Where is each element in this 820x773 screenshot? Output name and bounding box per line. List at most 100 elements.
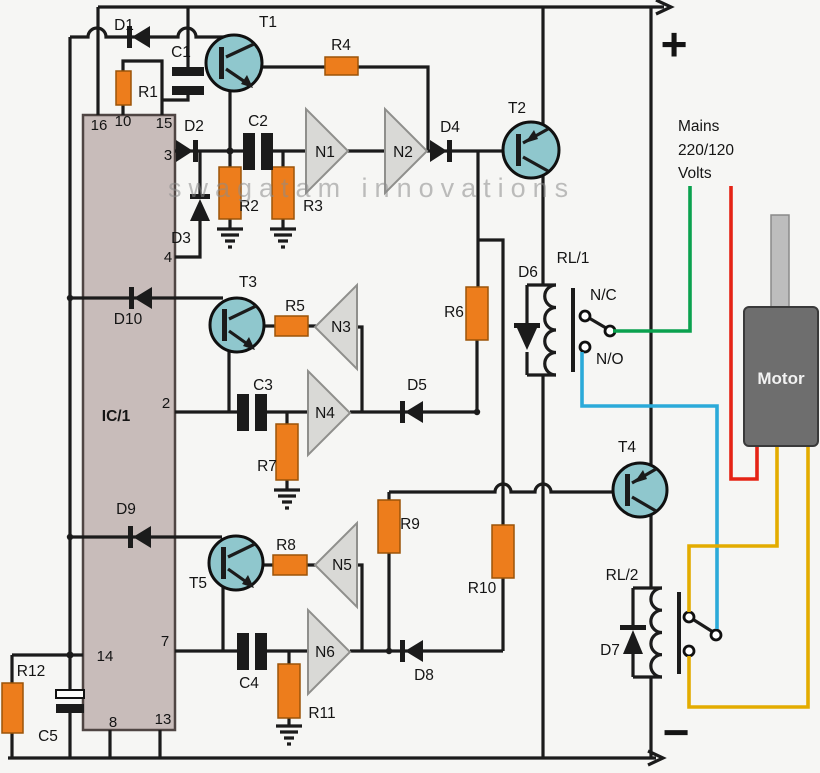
motor-body [743, 306, 819, 447]
label-t3: T3 [239, 274, 257, 291]
ic-pin-4: 4 [164, 249, 172, 266]
yellow-motor-wire-2 [687, 446, 810, 709]
minus-terminal-label: − [663, 706, 690, 758]
label-r10: R10 [468, 580, 497, 597]
transistor-t1 [204, 33, 264, 93]
ground-r3 [270, 227, 296, 249]
ic-name: IC/1 [102, 408, 131, 425]
label-r2: R2 [239, 198, 259, 215]
resistor-r6 [465, 286, 489, 341]
resistor-r4 [324, 56, 359, 76]
resistor-r12 [1, 682, 24, 734]
label-t5: T5 [189, 575, 207, 592]
resistor-r9 [377, 499, 401, 554]
label-t4: T4 [618, 439, 636, 456]
label-no: N/O [596, 351, 624, 368]
label-r11: R11 [308, 705, 335, 722]
diode-d5 [400, 401, 423, 423]
gate-n1 [305, 106, 350, 196]
capacitor-c5 [55, 689, 85, 713]
label-t2: T2 [508, 100, 526, 117]
capacitor-c1 [172, 67, 204, 95]
relay-rl1 [525, 283, 617, 377]
label-d2: D2 [184, 118, 204, 135]
gate-n2 [384, 106, 429, 196]
gate-n3 [313, 282, 358, 372]
label-d5: D5 [407, 377, 427, 394]
ic-block: IC/1 16 10 15 3 4 2 7 14 8 13 [81, 113, 177, 732]
label-c5: C5 [38, 728, 58, 745]
label-d1: D1 [114, 17, 134, 34]
diode-d8 [400, 640, 423, 662]
mains-label-line1: Mains [678, 118, 720, 135]
ground-r11 [276, 724, 302, 746]
diode-d9 [128, 526, 151, 548]
label-r3: R3 [303, 198, 323, 215]
ic-pin-7: 7 [161, 633, 169, 650]
component-labels: D1 C1 R1 T1 D2 D3 R2 C2 R3 N1 N2 R4 D4 T… [17, 14, 639, 745]
label-n4: N4 [315, 405, 335, 422]
resistors [1, 56, 515, 734]
label-t1: T1 [259, 14, 277, 31]
capacitor-c2 [243, 133, 273, 170]
resistor-r1 [115, 70, 132, 106]
transistor-t5 [207, 534, 265, 592]
mains-label-line3: Volts [678, 165, 712, 182]
ic-pin-13: 13 [155, 711, 172, 728]
diodes [127, 26, 646, 662]
label-r7: R7 [257, 458, 277, 475]
motor: Motor [743, 214, 819, 447]
label-c3: C3 [253, 377, 273, 394]
green-mains-wire [613, 186, 692, 333]
resistor-r2 [218, 166, 242, 220]
mains-label-line2: 220/120 [678, 142, 734, 159]
label-d4: D4 [440, 119, 460, 136]
label-n1: N1 [315, 144, 335, 161]
label-nc: N/C [590, 287, 617, 304]
resistor-r11 [277, 663, 301, 719]
ic-pin-3: 3 [164, 147, 172, 164]
relay-rl2 [631, 586, 723, 679]
label-n5: N5 [332, 557, 352, 574]
diode-d4 [430, 140, 452, 162]
label-c2: C2 [248, 113, 268, 130]
gates [305, 106, 429, 697]
ic-pin-16: 16 [91, 117, 108, 134]
red-mains-wire [729, 186, 759, 481]
gate-n4 [307, 368, 352, 458]
wiring-black [8, 0, 675, 767]
label-d10: D10 [114, 311, 143, 328]
ic-pin-2: 2 [162, 395, 170, 412]
label-n3: N3 [331, 319, 351, 336]
ic-pin-8: 8 [109, 714, 117, 731]
yellow-motor-wire-1 [687, 446, 779, 612]
diode-d1 [127, 26, 150, 48]
supply-labels: + − Mains 220/120 Volts [661, 18, 735, 758]
label-d7: D7 [600, 642, 620, 659]
resistor-r5 [274, 315, 309, 337]
blue-link-wire [580, 352, 719, 629]
label-rl2: RL/2 [606, 567, 639, 584]
watermark-text: swagatam innovations [168, 173, 575, 203]
capacitor-c4 [237, 633, 267, 670]
relay-rl2-coil [649, 586, 663, 679]
resistor-r3 [271, 166, 295, 220]
label-n2: N2 [393, 144, 413, 161]
label-r6: R6 [444, 304, 464, 321]
mains-wires [580, 186, 810, 709]
resistor-r8 [272, 554, 308, 576]
diode-d3 [190, 194, 210, 221]
resistor-r7 [275, 423, 299, 481]
plus-terminal-label: + [661, 18, 688, 70]
gate-n5 [313, 520, 358, 610]
label-d6: D6 [518, 264, 538, 281]
ic-pin-14: 14 [97, 648, 114, 665]
label-d3: D3 [171, 230, 191, 247]
diode-d2 [176, 140, 198, 162]
label-r1: R1 [138, 84, 158, 101]
resistor-r10 [491, 524, 515, 579]
motor-shaft [770, 214, 790, 310]
ground-r2 [217, 227, 243, 249]
